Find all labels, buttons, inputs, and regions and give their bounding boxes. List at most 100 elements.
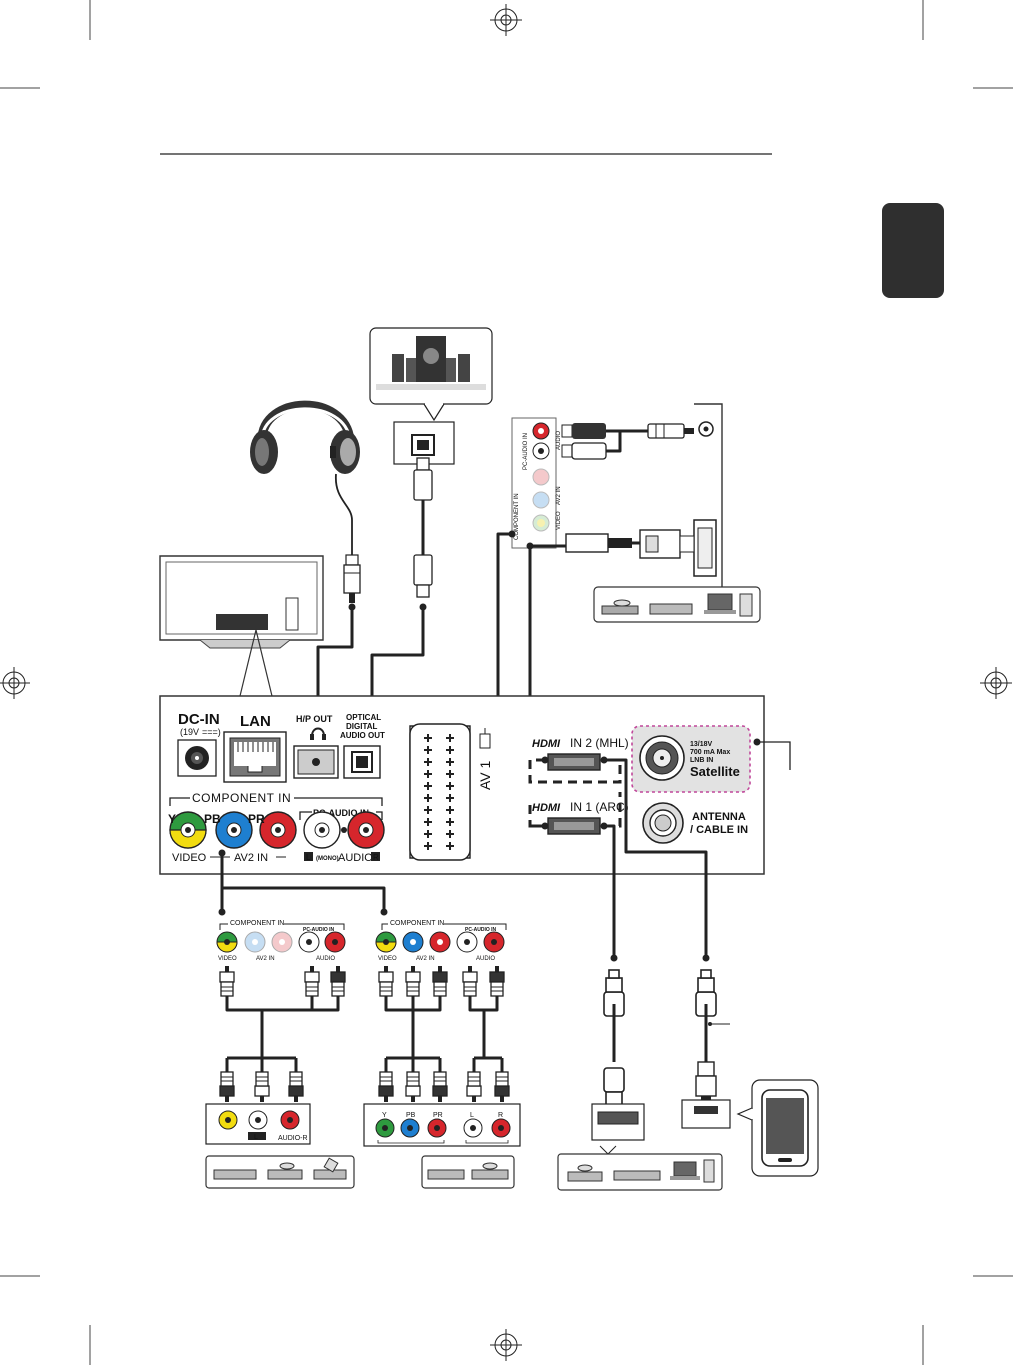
bottom-mid-device-box (421, 1155, 515, 1189)
lnb-line-1: 13/18V (690, 741, 713, 748)
registration-mark-bottom (490, 1329, 522, 1361)
antenna-port[interactable] (642, 802, 684, 844)
top-panel-pc-audio-label: PC-AUDIO IN (523, 433, 529, 470)
laptop-pc-icon (670, 1159, 715, 1183)
av2-in-label: AV2 IN (234, 852, 268, 864)
scart-pin (446, 770, 454, 778)
dvd-player-icon (471, 1162, 509, 1180)
vcr-icon (213, 1169, 257, 1180)
composite-l-label: L (254, 1134, 258, 1141)
dc-in-label: DC-IN (178, 711, 220, 728)
component-y-video-jack[interactable] (169, 811, 207, 849)
lnb-line-3: LNB IN (690, 757, 713, 764)
dvd-player-icon (267, 1162, 303, 1180)
smartphone-icon (736, 1079, 819, 1177)
pc-audio-cable (561, 423, 700, 460)
dc-in-sub-label: (19V (180, 727, 199, 737)
composite-audio-r-label: AUDIO-R (278, 1135, 308, 1142)
pb-label: PB (204, 812, 221, 826)
scart-pin (446, 734, 454, 742)
scart-pin (446, 806, 454, 814)
antenna-label-2: / CABLE IN (690, 824, 748, 836)
top-panel-av2-label: AV2 IN (556, 486, 562, 505)
component-pr-jack[interactable] (259, 811, 297, 849)
bl-pc-audio-label: PC-AUDIO IN (303, 927, 335, 933)
registration-mark-right (980, 667, 1012, 699)
video-label: VIDEO (172, 852, 207, 864)
scart-pin (446, 782, 454, 790)
scart-pin (424, 842, 432, 850)
scart-pin (446, 818, 454, 826)
top-panel-audio-label: AUDIO (556, 431, 562, 450)
optical-label-3: AUDIO OUT (340, 731, 385, 740)
set-top-box-icon (613, 1170, 661, 1181)
dvd-player-icon (567, 1164, 603, 1182)
lnb-line-2: 700 mA Max (690, 749, 730, 756)
top-panel-video-label: VIDEO (556, 511, 562, 530)
bottom-mid-panel: COMPONENT IN PC-AUDIO IN VIDEO AV2 IN AU… (375, 918, 507, 962)
y-label: Y (168, 812, 176, 826)
component-device-panel: Y PB PR L R (363, 1103, 521, 1147)
optical-label-1: OPTICAL (346, 713, 381, 722)
antenna-label-1: ANTENNA (692, 811, 746, 823)
top-panel-component-label: COMPONENT IN (514, 493, 520, 540)
bottom-left-device-box (205, 1155, 355, 1189)
scart-pin (424, 746, 432, 754)
scart-av1-port[interactable] (409, 723, 471, 861)
top-component-panel: PC-AUDIO IN COMPONENT IN AUDIO AV2 IN VI… (511, 417, 562, 549)
top-right-device-box (593, 586, 761, 623)
set-top-box-icon (649, 603, 693, 615)
av1-label: AV 1 (477, 760, 493, 790)
bl-av2-label: AV2 IN (256, 956, 275, 962)
hdmi2-mhl-plugs (681, 969, 731, 1129)
hdmi2-label: IN 2 (MHL) (570, 736, 629, 750)
set-top-box-icon (427, 1169, 465, 1180)
component-pb-jack[interactable] (215, 811, 253, 849)
bl-video-label: VIDEO (218, 956, 237, 962)
rgb-cable (565, 529, 695, 559)
speaker-system-icon (369, 327, 493, 422)
satellite-port[interactable] (639, 735, 685, 781)
audio-l-jack[interactable] (303, 811, 341, 849)
registration-mark-top (490, 4, 522, 36)
registration-mark-left (0, 667, 30, 699)
scart-pin (424, 794, 432, 802)
optical-label-2: DIGITAL (346, 722, 378, 731)
scart-pins (424, 734, 454, 850)
cd-pr-label: PR (433, 1112, 443, 1119)
audio-r-jack[interactable] (347, 811, 385, 849)
scart-pin (424, 818, 432, 826)
dvd-player-icon (601, 599, 639, 615)
cd-r-label: R (498, 1112, 503, 1119)
pc-back-panel (693, 403, 723, 601)
laptop-pc-icon (704, 593, 753, 617)
scart-pin (446, 794, 454, 802)
headphone-symbol-icon (311, 727, 325, 737)
cd-l-label: L (470, 1112, 474, 1119)
scart-pin (424, 770, 432, 778)
bottom-left-panel: COMPONENT IN PC-AUDIO IN VIDEO AV2 IN AU… (216, 918, 346, 962)
av2-split-cable (220, 853, 386, 912)
scart-symbol-icon (479, 728, 491, 749)
r-box-label: R (373, 853, 379, 862)
hdmi1-label: IN 1 (ARC) (570, 800, 629, 814)
hdmi1-plugs (591, 969, 645, 1141)
scart-pin (424, 782, 432, 790)
bm-video-label: VIDEO (378, 956, 397, 962)
svg-text:===): ===) (202, 727, 221, 737)
scart-pin (446, 830, 454, 838)
bm-component-label: COMPONENT IN (390, 920, 444, 927)
bm-av2-label: AV2 IN (416, 956, 435, 962)
scart-pin (446, 746, 454, 754)
scart-pin (446, 842, 454, 850)
scart-pin (446, 758, 454, 766)
lan-label: LAN (240, 713, 271, 730)
section-tab (882, 203, 944, 298)
headphones-icon (250, 400, 360, 474)
audio-label: AUDIO (338, 852, 373, 864)
hdmi1-word: HDMI (532, 802, 561, 814)
hdmi1-cable (604, 824, 616, 958)
mono-label: (MONO) (316, 856, 339, 862)
